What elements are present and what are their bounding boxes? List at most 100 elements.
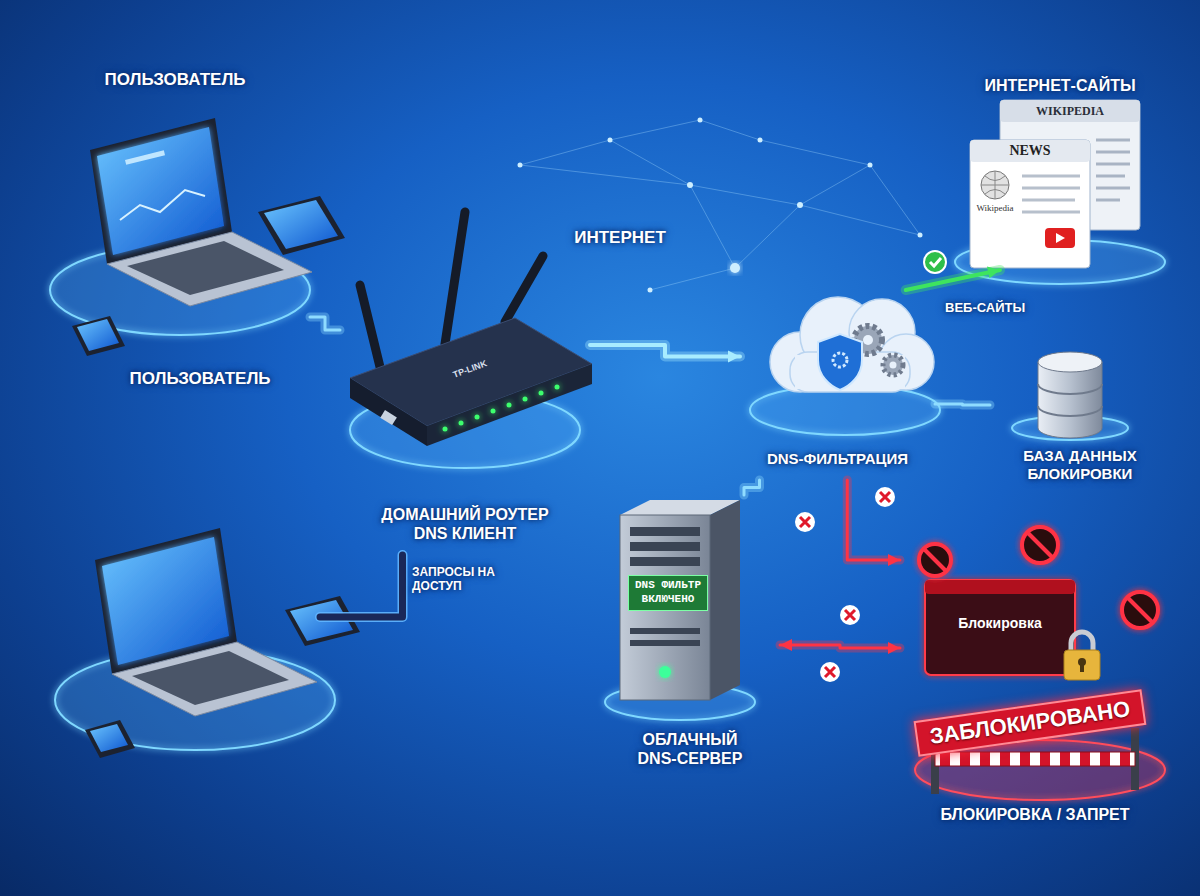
server-tower-part-part (630, 640, 700, 646)
website-windows-part (981, 171, 1009, 199)
connector (744, 480, 760, 495)
node-box: ДОМАШНИЙ РОУТЕР DNS КЛИЕНТ (340, 255, 590, 555)
connector-glow (780, 645, 900, 648)
network-mesh-part (520, 165, 690, 185)
network-mesh-part (610, 140, 690, 185)
check-mark (924, 251, 946, 273)
free-label: Wikipedia (970, 203, 1020, 214)
prohibition-signs (919, 527, 1158, 628)
network-dots-part (608, 138, 613, 143)
node-title: ПОЛЬЗОВАТЕЛЬ (80, 369, 320, 389)
check-mark-part (930, 258, 941, 266)
router (350, 212, 592, 446)
free-label: TP-LINK (440, 354, 500, 385)
status-tag: DNS ФИЛЬТР ВКЛЮЧЕНО (628, 575, 708, 611)
connector-line (590, 345, 740, 357)
network-mesh-part (690, 185, 735, 268)
laptop-bottom-part (132, 651, 289, 705)
connector-line (847, 480, 900, 560)
connector-glow (906, 270, 1000, 290)
server-tower-part (710, 500, 740, 700)
router-part-part (491, 409, 496, 414)
router-part (445, 212, 465, 344)
laptop-bottom-part (112, 642, 317, 716)
node-box: БЛОКИРОВКА / ЗАПРЕТ (900, 520, 1170, 840)
block-screen-part (925, 580, 1075, 594)
laptop-top-part (120, 190, 205, 220)
router-part-part (459, 421, 464, 426)
phone-top-part (72, 316, 125, 356)
connector-line (935, 404, 990, 405)
website-windows-part (970, 140, 1090, 162)
router-part (380, 410, 397, 425)
connector (906, 267, 1000, 290)
server-tower-part-part (630, 527, 700, 536)
connector-glow (590, 345, 740, 357)
block-x-marks-part (795, 512, 815, 532)
network-dots-part (868, 163, 873, 168)
router-part-part (507, 403, 512, 408)
connector (935, 404, 990, 405)
router-part-part (443, 427, 448, 432)
website-windows (970, 100, 1140, 268)
prohibition-signs-part (919, 544, 951, 576)
website-windows-part (1096, 140, 1130, 200)
node-box: ПОЛЬЗОВАТЕЛЬ (80, 365, 320, 785)
node-box: ИНТЕРНЕТ-САЙТЫ (960, 70, 1160, 270)
cloud-filter-part (833, 353, 847, 367)
server-tower-part-part (630, 557, 700, 566)
router-part (360, 285, 380, 367)
connector-line (906, 270, 1000, 290)
cloud-filter-part (863, 335, 873, 345)
tablet-top-part (258, 196, 345, 255)
check-mark-part (924, 251, 946, 273)
prohibition-signs-part (1022, 527, 1058, 563)
prohibition-signs-part (924, 549, 946, 571)
connector-line (310, 317, 340, 330)
website-windows-part (1056, 233, 1065, 243)
server-tower-part (620, 515, 710, 700)
network-dots-part (758, 138, 763, 143)
free-label: NEWS (975, 143, 1085, 160)
server-tower-part (659, 666, 671, 678)
website-windows-part-part (1096, 199, 1120, 202)
edge-label: ВЕБ-САЙТЫ (945, 300, 1035, 316)
website-windows-part-part (1096, 139, 1130, 142)
prohibition-signs-part (1128, 598, 1152, 622)
arrow-head (780, 639, 792, 651)
router-part (350, 378, 427, 446)
node-box: ПОЛЬЗОВАТЕЛЬ (40, 62, 310, 362)
network-mesh-part (800, 165, 870, 205)
network-mesh-part (610, 120, 700, 140)
website-windows-part (1022, 176, 1080, 212)
router-part-part (475, 415, 480, 420)
block-x-marks-part-part (800, 517, 810, 527)
network-dots (518, 118, 923, 293)
connector-glow (935, 404, 990, 405)
connector (310, 317, 340, 330)
arrow-head (987, 267, 1000, 279)
website-windows-part-part (1022, 187, 1080, 190)
barrier-part (935, 752, 1135, 766)
node-title: ИНТЕРНЕТ-САЙТЫ (960, 76, 1160, 95)
laptop-top-part (97, 127, 224, 255)
network-mesh-part (700, 120, 760, 140)
database-cylinder-part (1038, 384, 1102, 416)
node-title: БАЗА ДАННЫХ БЛОКИРОВКИ (990, 447, 1170, 483)
router-part-part (523, 397, 528, 402)
network-dots-part (797, 202, 803, 208)
block-x-marks-part-part (795, 512, 815, 532)
block-x-marks-part-part (840, 605, 860, 625)
node-title: БЛОКИРОВКА / ЗАПРЕТ (900, 805, 1170, 824)
phone-bottom (85, 720, 135, 758)
database-cylinder (1038, 352, 1102, 438)
laptop-bottom-part (102, 537, 229, 665)
cloud-filter-part (818, 334, 862, 390)
website-windows-part-part (1022, 199, 1075, 202)
website-windows-part-part (1096, 175, 1125, 178)
server-tower-part-part (630, 628, 700, 634)
phone-bottom-part (90, 724, 128, 752)
padlock-part (1064, 650, 1100, 680)
